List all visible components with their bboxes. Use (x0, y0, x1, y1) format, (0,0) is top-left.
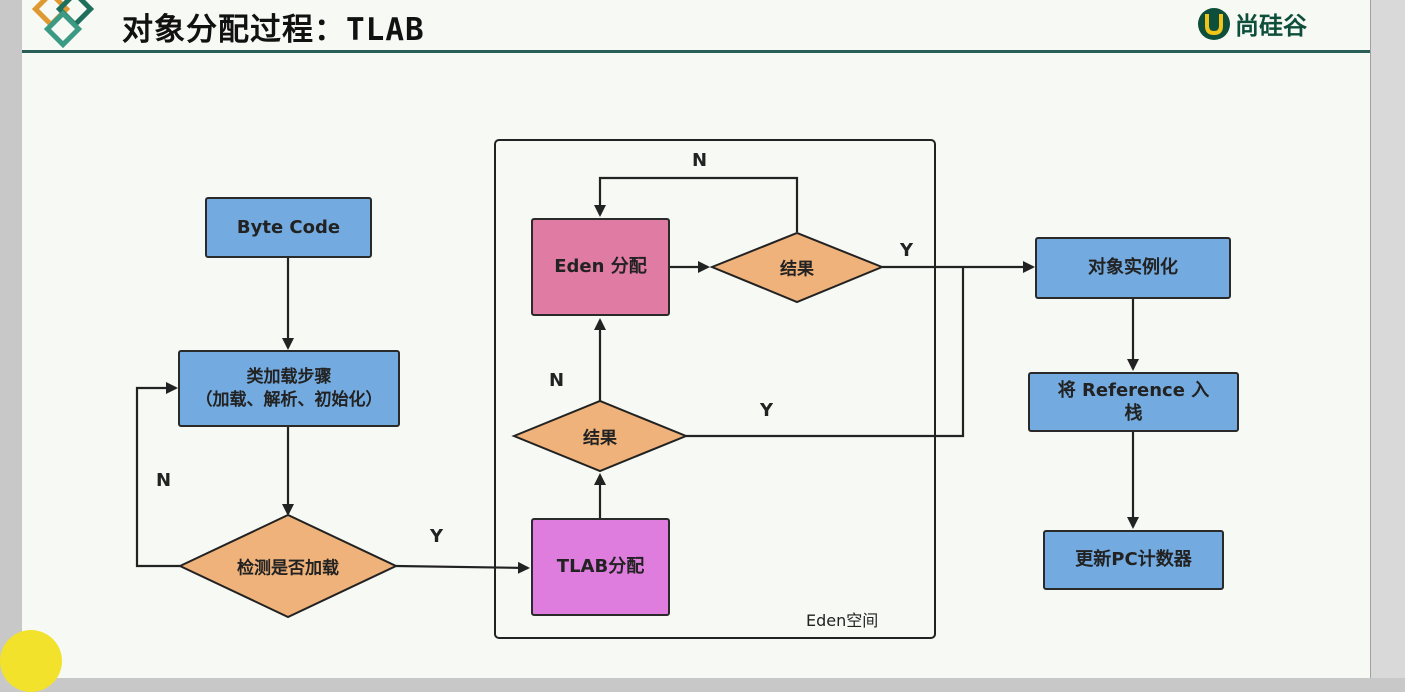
header-rule (22, 50, 1370, 53)
node-class-load: 类加载步骤 （加载、解析、初始化） (178, 350, 400, 427)
header-logo-icon (31, 0, 95, 49)
diamond-result-lower (511, 399, 689, 473)
edge-check-to-tlab (395, 561, 530, 574)
label-n-top: N (692, 150, 708, 171)
diamond-check-label: 检测是否加载 (237, 558, 339, 579)
label-n-lower: N (549, 370, 565, 391)
node-push-ref-line1: 将 Reference 入 (1057, 379, 1210, 401)
page-title: 对象分配过程：TLAB (122, 4, 425, 49)
node-push-ref-line2: 栈 (1124, 403, 1143, 424)
brand-name: 尚硅谷 (1235, 12, 1307, 40)
eden-space-label: Eden空间 (806, 611, 879, 630)
node-class-load-line1: 类加载步骤 (246, 367, 332, 388)
node-tlab-alloc: TLAB分配 (531, 518, 670, 616)
diamond-result-lower-label: 结果 (583, 428, 617, 449)
edge-lower-y-join (686, 267, 965, 438)
eden-space-container (494, 139, 936, 639)
brand-logo-icon (1198, 8, 1230, 40)
label-y-upper: Y (900, 240, 914, 261)
label-n-left: N (156, 470, 172, 491)
diamond-result-upper (709, 231, 885, 304)
label-y-lower: Y (760, 400, 774, 421)
node-eden-label: Eden 分配 (554, 256, 647, 278)
edge-result-n-loop (594, 176, 799, 232)
title-cn: 对象分配过程： (122, 12, 346, 48)
title-latin: TLAB (346, 12, 425, 48)
node-byte-code: Byte Code (205, 197, 372, 258)
cursor-highlight-icon (0, 630, 62, 692)
node-update-pc-label: 更新PC计数器 (1075, 549, 1192, 571)
node-tlab-label: TLAB分配 (556, 556, 645, 578)
scrollbar[interactable] (1370, 0, 1405, 678)
edge-check-n-loop (135, 382, 180, 568)
node-byte-code-label: Byte Code (236, 216, 341, 238)
node-update-pc: 更新PC计数器 (1043, 530, 1224, 590)
node-eden-alloc: Eden 分配 (531, 218, 670, 316)
node-class-load-line2: （加载、解析、初始化） (195, 389, 383, 410)
node-instantiate-label: 对象实例化 (1088, 257, 1178, 279)
label-y-check: Y (430, 526, 444, 547)
node-instantiate: 对象实例化 (1035, 237, 1231, 299)
diamond-check-loaded (177, 513, 399, 619)
flow-diagram (135, 139, 1139, 639)
diamond-result-upper-label: 结果 (780, 259, 814, 280)
node-push-ref: 将 Reference 入 栈 (1028, 372, 1239, 432)
